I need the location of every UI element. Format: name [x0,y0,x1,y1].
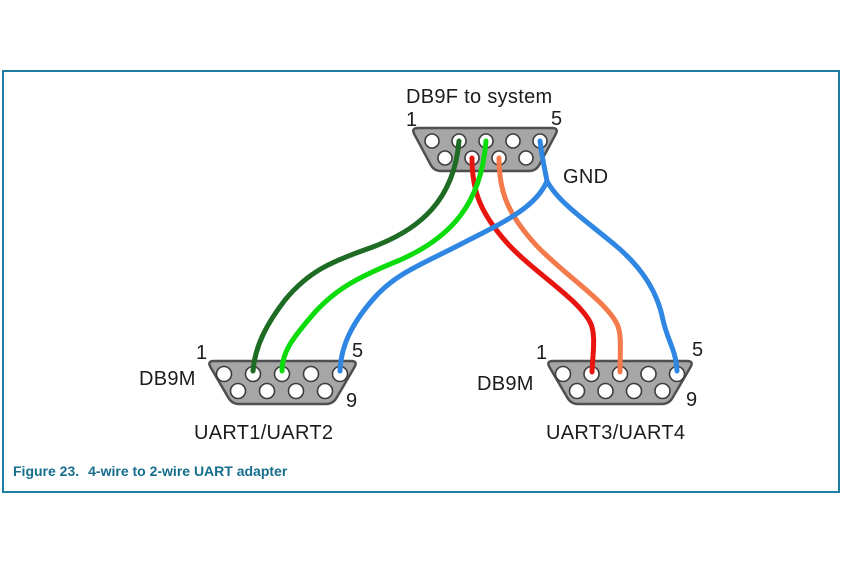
figure-caption: Figure 23. 4-wire to 2-wire UART adapter [13,463,287,479]
pin-hole [640,365,657,383]
pin-hole [568,382,586,400]
db9f-pin5-label: 5 [551,108,563,130]
pin-hole [654,382,671,400]
right-db9m-label: DB9M [477,373,534,395]
left-pin9-label: 9 [346,390,358,412]
right-uart-label: UART3/UART4 [546,422,686,444]
left-uart-label: UART1/UART2 [194,422,334,444]
right-pin1-label: 1 [536,342,548,364]
light-green-wire [279,138,489,374]
pin-hole [554,365,572,383]
left-pin1-label: 1 [196,342,208,364]
pin-hole [597,382,614,400]
pin-hole [505,133,521,149]
right-pin5-label: 5 [692,339,704,361]
blue-gnd-wire [337,138,680,374]
pin-hole [518,150,534,166]
dark-green-wire [250,138,462,374]
db9f-title: DB9F to system [406,86,553,108]
left-pin5-label: 5 [352,340,364,362]
db9m-left-connector [208,359,357,406]
db9m-right-connector [547,359,693,406]
pin-hole [316,382,334,400]
orange-wire [496,155,623,375]
pin-hole [258,382,276,400]
pin-hole [287,382,305,400]
figure-caption-number: Figure 23. [13,463,80,479]
gnd-label: GND [563,166,609,188]
pin-hole [625,382,643,400]
pin-hole [229,382,247,400]
db9f-pin1-label: 1 [406,109,418,131]
figure-caption-title: 4-wire to 2-wire UART adapter [88,463,288,479]
left-db9m-label: DB9M [139,368,196,390]
pin-hole [215,365,233,383]
pin-hole [424,133,440,149]
pin-hole [302,365,320,383]
pin-hole [437,150,453,166]
red-wire [469,155,597,375]
right-pin9-label: 9 [686,389,698,411]
